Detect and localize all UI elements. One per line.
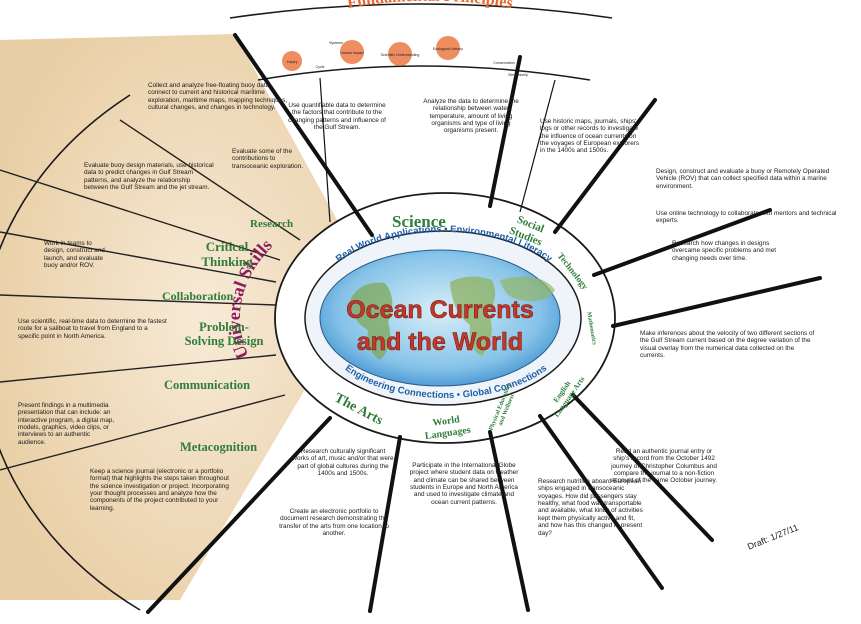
spoke-4 <box>592 208 772 277</box>
principle-label: Conservation <box>493 61 514 65</box>
land-americas <box>350 282 393 360</box>
fundamentals-title-text: Fundamental Principles <box>346 0 514 12</box>
principle-label: Stewardship <box>508 73 528 77</box>
principle-label: Human Impact <box>340 51 363 55</box>
outer-arc <box>0 94 141 611</box>
skill-line-2 <box>0 231 277 283</box>
principle-label: Inquiry <box>287 60 298 64</box>
text-arts-2: Create an electronic portfolio to docume… <box>279 508 389 538</box>
spoke-9 <box>368 435 402 613</box>
universal-skills-region <box>0 34 370 600</box>
text-english: Read an authentic journal entry or ship'… <box>610 448 718 485</box>
text-pe: Research nutrition aboard European ships… <box>538 478 643 537</box>
skill-communication: Communication <box>164 378 251 392</box>
fundamental-arc-top <box>229 3 613 19</box>
skill-line-6 <box>119 119 301 241</box>
title-line-2: and the World <box>357 328 523 356</box>
spoke-6 <box>571 393 714 542</box>
spoke-1 <box>233 33 374 237</box>
spoke-8 <box>488 430 530 612</box>
text-technology-1: Design, construct and evaluate a buoy or… <box>656 168 830 190</box>
land-asia <box>500 276 555 302</box>
text-world-languages: Participate in the International Globe p… <box>409 462 519 506</box>
skill-line-1 <box>0 169 281 261</box>
spoke-2 <box>488 55 522 208</box>
text-social-studies: Use historic maps, journals, ships' logs… <box>540 118 640 155</box>
principle-bubble <box>436 36 460 60</box>
skill-line-4 <box>0 354 277 383</box>
skill-metacognition: Metacognition <box>180 440 258 454</box>
spoke-10 <box>146 416 332 614</box>
text-technology-2: Use online technology to collaborate wit… <box>656 210 837 225</box>
spoke-7 <box>538 414 664 590</box>
spoke-5 <box>611 276 822 328</box>
skill-research: Research <box>250 218 294 230</box>
principle-bubble <box>340 40 364 64</box>
spoke-3 <box>553 98 657 234</box>
principle-label: Ecological Literacy <box>433 47 463 51</box>
text-arts-1: Research culturally significant works of… <box>292 448 394 478</box>
text-metacognition: Keep a science journal (electronic or a … <box>90 468 229 512</box>
text-technology-3: Research how changes in designs overcame… <box>672 240 777 262</box>
text-critical-thinking: Evaluate buoy design materials, use hist… <box>84 162 214 192</box>
skill-critical-thinking: Critical Thinking <box>201 239 253 269</box>
spoke-12 <box>519 79 556 213</box>
principle-label: Scientific Understanding <box>381 53 420 57</box>
fundamental-arc-bottom <box>257 65 591 81</box>
principle-label: Systems <box>329 41 343 45</box>
text-science-1: Use quantifiable data to determine the f… <box>288 102 386 132</box>
text-research-1: Collect and analyze free-floating buoy d… <box>148 82 288 112</box>
skill-collaboration: Collaboration <box>162 289 234 303</box>
text-science-2: Analyze the data to determine the relati… <box>423 98 519 135</box>
spoke-11 <box>319 77 331 223</box>
skill-line-3 <box>0 294 276 306</box>
land-europe-africa <box>450 276 496 356</box>
principle-label: Cycle <box>316 65 325 69</box>
sector-science: Science <box>392 212 446 231</box>
text-problem-solving: Use scientific, real-time data to determ… <box>18 318 167 340</box>
text-mathematics: Make inferences about the velocity of tw… <box>640 330 815 360</box>
text-communication: Present findings in a multimedia present… <box>18 402 115 446</box>
title-line-1: Ocean Currents <box>346 296 534 324</box>
principle-bubble <box>388 42 412 66</box>
skill-line-5 <box>0 394 286 471</box>
skill-problem-solving: Problem-Solving Design <box>184 320 264 349</box>
text-collaboration: Work in teams to design, construct and l… <box>44 240 105 270</box>
text-research-2: Evaluate some of the contributions to tr… <box>232 148 304 170</box>
principle-bubble <box>282 51 302 71</box>
